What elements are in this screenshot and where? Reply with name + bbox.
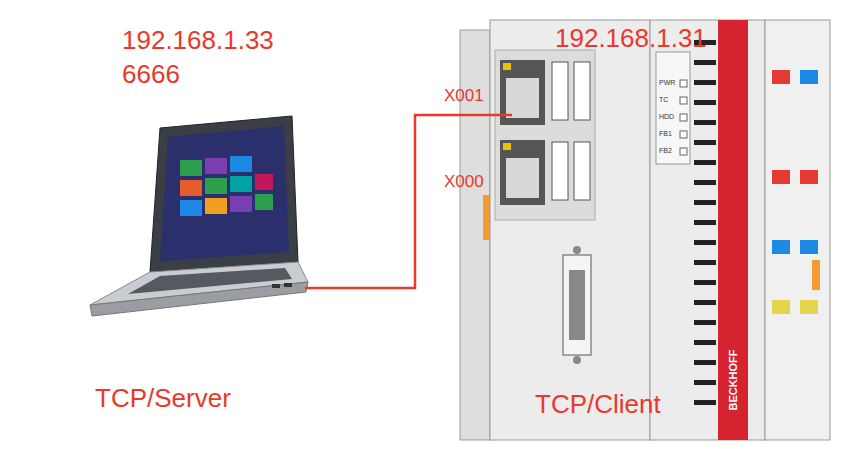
- led-label: PWR: [659, 79, 675, 87]
- laptop-illustration: [90, 116, 308, 316]
- port-label: X000: [444, 172, 484, 192]
- plc-node: 192.168.1.31TCP/Client: [455, 18, 835, 443]
- led-label: FB1: [659, 130, 672, 138]
- led-label: FB2: [659, 147, 672, 155]
- role-label: TCP/Client: [535, 390, 661, 420]
- port-number: 6666: [122, 60, 180, 90]
- wire-to-port: [455, 114, 512, 117]
- port-label: X001: [444, 86, 484, 106]
- laptop-node: 192.168.1.33 6666TCP/Server: [95, 18, 305, 428]
- role-label: TCP/Server: [95, 384, 231, 414]
- ip-address: 192.168.1.33: [122, 26, 274, 56]
- ip-address: 192.168.1.31: [555, 24, 707, 54]
- led-label: TC: [659, 96, 668, 104]
- network-cable: [305, 115, 455, 288]
- led-label: HDD: [659, 113, 674, 121]
- plc-illustration: [460, 20, 830, 440]
- brand-label: BECKHOFF: [727, 349, 740, 410]
